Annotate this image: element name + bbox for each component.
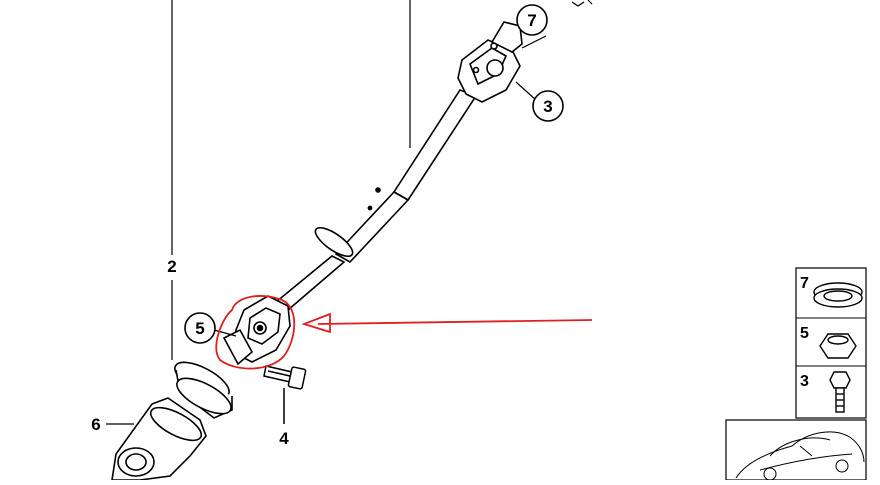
upper-steering-shaft [274,21,523,312]
callout-3-label: 3 [543,97,552,116]
arrow-marks [571,0,593,7]
callout-7: 7 [516,4,548,36]
legend-item-5-label: 5 [800,325,809,342]
red-highlight-annotation [215,295,593,370]
red-arrow-head [301,312,331,334]
legend-item-3-label: 3 [800,373,809,390]
callout-2-label: 2 [167,257,176,276]
callout-4-label: 4 [279,429,289,448]
callout-leaders [106,35,547,425]
callout-5: 5 [184,312,216,344]
bolt-part-4 [263,365,307,424]
callout-5-label: 5 [195,319,204,338]
hex-nut-icon [819,333,857,359]
lower-shaft-boot [111,361,233,481]
part-2-leader-lines [171,0,411,360]
vehicle-thumbnail [725,419,867,481]
parts-legend: 7 5 3 [795,267,867,419]
hex-bolt-icon [829,371,851,413]
red-arrow-line [317,319,593,325]
legend-item-7-label: 7 [800,275,809,292]
callout-7-label: 7 [527,11,536,30]
vehicle-outline-icon [735,431,865,481]
callout-6-label: 6 [91,415,100,434]
clamping-ring-icon [813,282,863,308]
lower-universal-joint [222,295,291,366]
callout-3: 3 [532,90,564,122]
